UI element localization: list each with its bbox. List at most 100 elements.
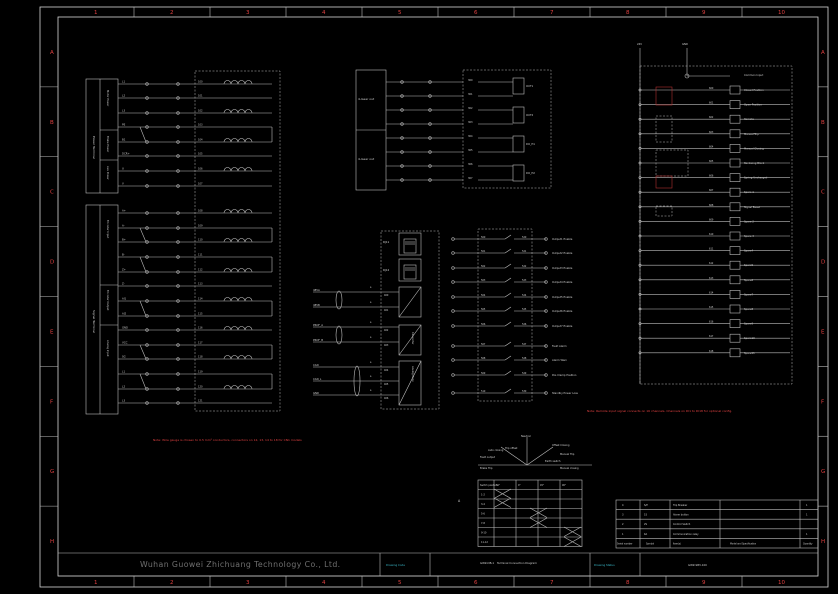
row-mark-right: G: [821, 469, 825, 475]
relay-output-label: Output3 Enable: [552, 266, 573, 270]
col-mark-bottom: 3: [246, 580, 250, 586]
right-title: Common Input: [744, 73, 763, 77]
compass-label: Trip offset: [505, 446, 517, 450]
left-wire-label: AI1: [122, 297, 127, 301]
left-wire-no: 100: [198, 81, 203, 84]
right-wire-no: 610: [709, 233, 714, 236]
right-note: Note: Remote input signal connects on 16…: [587, 409, 732, 413]
row-mark-right: F: [821, 399, 824, 405]
row-mark-left: B: [50, 120, 54, 126]
center-top-output: DO_H2: [526, 171, 535, 175]
center-mid-wire-no: 400: [384, 294, 389, 297]
relay-wire-no-in: 502: [481, 265, 486, 268]
row-mark-right: B: [821, 120, 825, 126]
relay-wire-no-in: 507: [481, 343, 486, 346]
center-mid-input: 485A: [313, 288, 320, 292]
center-mid-pin: a: [370, 321, 372, 324]
center-mid-pin: a: [370, 286, 372, 289]
left-wire-label: B+: [122, 238, 126, 242]
left-wire-no: 114: [198, 298, 203, 301]
left-wire-no: 115: [198, 313, 203, 316]
left-wire-no: 110: [198, 239, 203, 242]
right-wire-no: 612: [709, 262, 714, 265]
bom-header-number: Serial number: [617, 542, 633, 545]
group-b-label: Signal Terminal: [92, 310, 96, 333]
center-top-wire-no: 307: [468, 177, 473, 180]
bom-name: Communication relay: [673, 533, 699, 536]
bom-qty: 1: [806, 504, 808, 507]
relay-wire-no-out: 527: [522, 343, 527, 346]
switch-table-header: 45°: [540, 484, 544, 487]
center-mid-input: PROF_B: [313, 338, 323, 342]
row-mark-left: G: [50, 469, 54, 475]
group-a-sub-1: Motor Power: [106, 90, 110, 107]
left-wire-no: 107: [198, 183, 203, 186]
right-wire-no: 615: [709, 306, 714, 309]
switch-table-row: 5-6: [481, 513, 485, 516]
left-wire-no: 119: [198, 371, 203, 374]
col-mark-bottom: 1: [94, 580, 98, 586]
center-top-output: DO_H1: [526, 142, 535, 146]
center-mid-pin: a: [370, 389, 372, 392]
center-top-wire-no: 305: [468, 149, 473, 152]
converter-label: Converter: [411, 332, 415, 345]
compass-label: Offset Closing: [552, 443, 570, 447]
left-wire-label: VCC: [122, 341, 128, 345]
block-b-label: 4-Gear out: [358, 157, 375, 161]
center-top-output: OUT2: [526, 113, 534, 117]
left-wire-no: 109: [198, 225, 203, 228]
relay-wire-no-out: 521: [522, 250, 527, 253]
relay-wire-no-in: 508: [481, 357, 486, 360]
relay-wire-no-in: 506: [481, 323, 486, 326]
left-wire-no: 121: [198, 400, 203, 403]
left-wire-label: GND: [122, 326, 128, 330]
left-wire-label: B-: [122, 253, 125, 257]
relay-output-label: Output6 Enable: [552, 309, 573, 313]
col-mark-top: 3: [246, 10, 250, 16]
company-name: Wuhan Guowei Zhichuang Technology Co., L…: [140, 560, 341, 569]
relay-wire-no-in: 510: [481, 390, 486, 393]
analog-conv-label: Analog Conv: [411, 366, 415, 382]
right-wire-no: 616: [709, 321, 714, 324]
relay-output-label: Output1 Enable: [552, 237, 573, 241]
relay-wire-no-in: 503: [481, 279, 486, 282]
port-rj12: RJ12: [383, 268, 390, 272]
switch-table-header: 90°: [562, 484, 566, 487]
center-mid-block: RJ11 RJ12 Converter Analog Conv 485A400a…: [313, 230, 440, 410]
col-mark-top: 8: [626, 10, 630, 16]
row-mark-right: H: [821, 539, 825, 545]
col-mark-bottom: 6: [474, 580, 478, 586]
switch-table-header: Switch position: [480, 484, 498, 487]
right-wire-no: 611: [709, 248, 714, 251]
center-mid-input: CAN: [313, 363, 319, 367]
outer-border: [39, 6, 829, 588]
relay-output-label: Output5 Enable: [552, 295, 573, 299]
title-block: Wuhan Guowei Zhichuang Technology Co., L…: [58, 552, 818, 577]
left-wire-no: 113: [198, 283, 203, 286]
compass-label: Brake Trip: [480, 466, 493, 470]
left-wire-label: Z-: [122, 282, 125, 286]
col-mark-bottom: 8: [626, 580, 630, 586]
left-wire-label: L2: [122, 94, 125, 98]
col-mark-top: 4: [322, 10, 326, 16]
relay-wire-no-out: 528: [522, 357, 527, 360]
col-mark-top: 9: [702, 10, 706, 16]
row-mark-left: A: [50, 50, 54, 56]
relay-wire-no-out: 525: [522, 308, 527, 311]
bom-number: 2: [622, 523, 624, 526]
col-mark-top: 2: [170, 10, 174, 16]
center-top-wire-no: 301: [468, 93, 473, 96]
left-wire-label: L1: [122, 370, 125, 374]
drawing-rev: GWZ-SB3-100: [688, 563, 707, 567]
left-wire-no: 106: [198, 168, 203, 171]
left-wire-no: 104: [198, 139, 203, 142]
drawing-code-label: Drawing Code: [386, 563, 405, 567]
row-mark-right: D: [821, 260, 825, 266]
left-wire-label: L1: [122, 80, 125, 84]
row-mark-right: A: [821, 50, 825, 56]
left-wire-label: SG: [122, 355, 126, 359]
drawing-status-label: Drawing Status: [594, 563, 615, 567]
group-a-label: Power Terminal: [92, 136, 96, 159]
